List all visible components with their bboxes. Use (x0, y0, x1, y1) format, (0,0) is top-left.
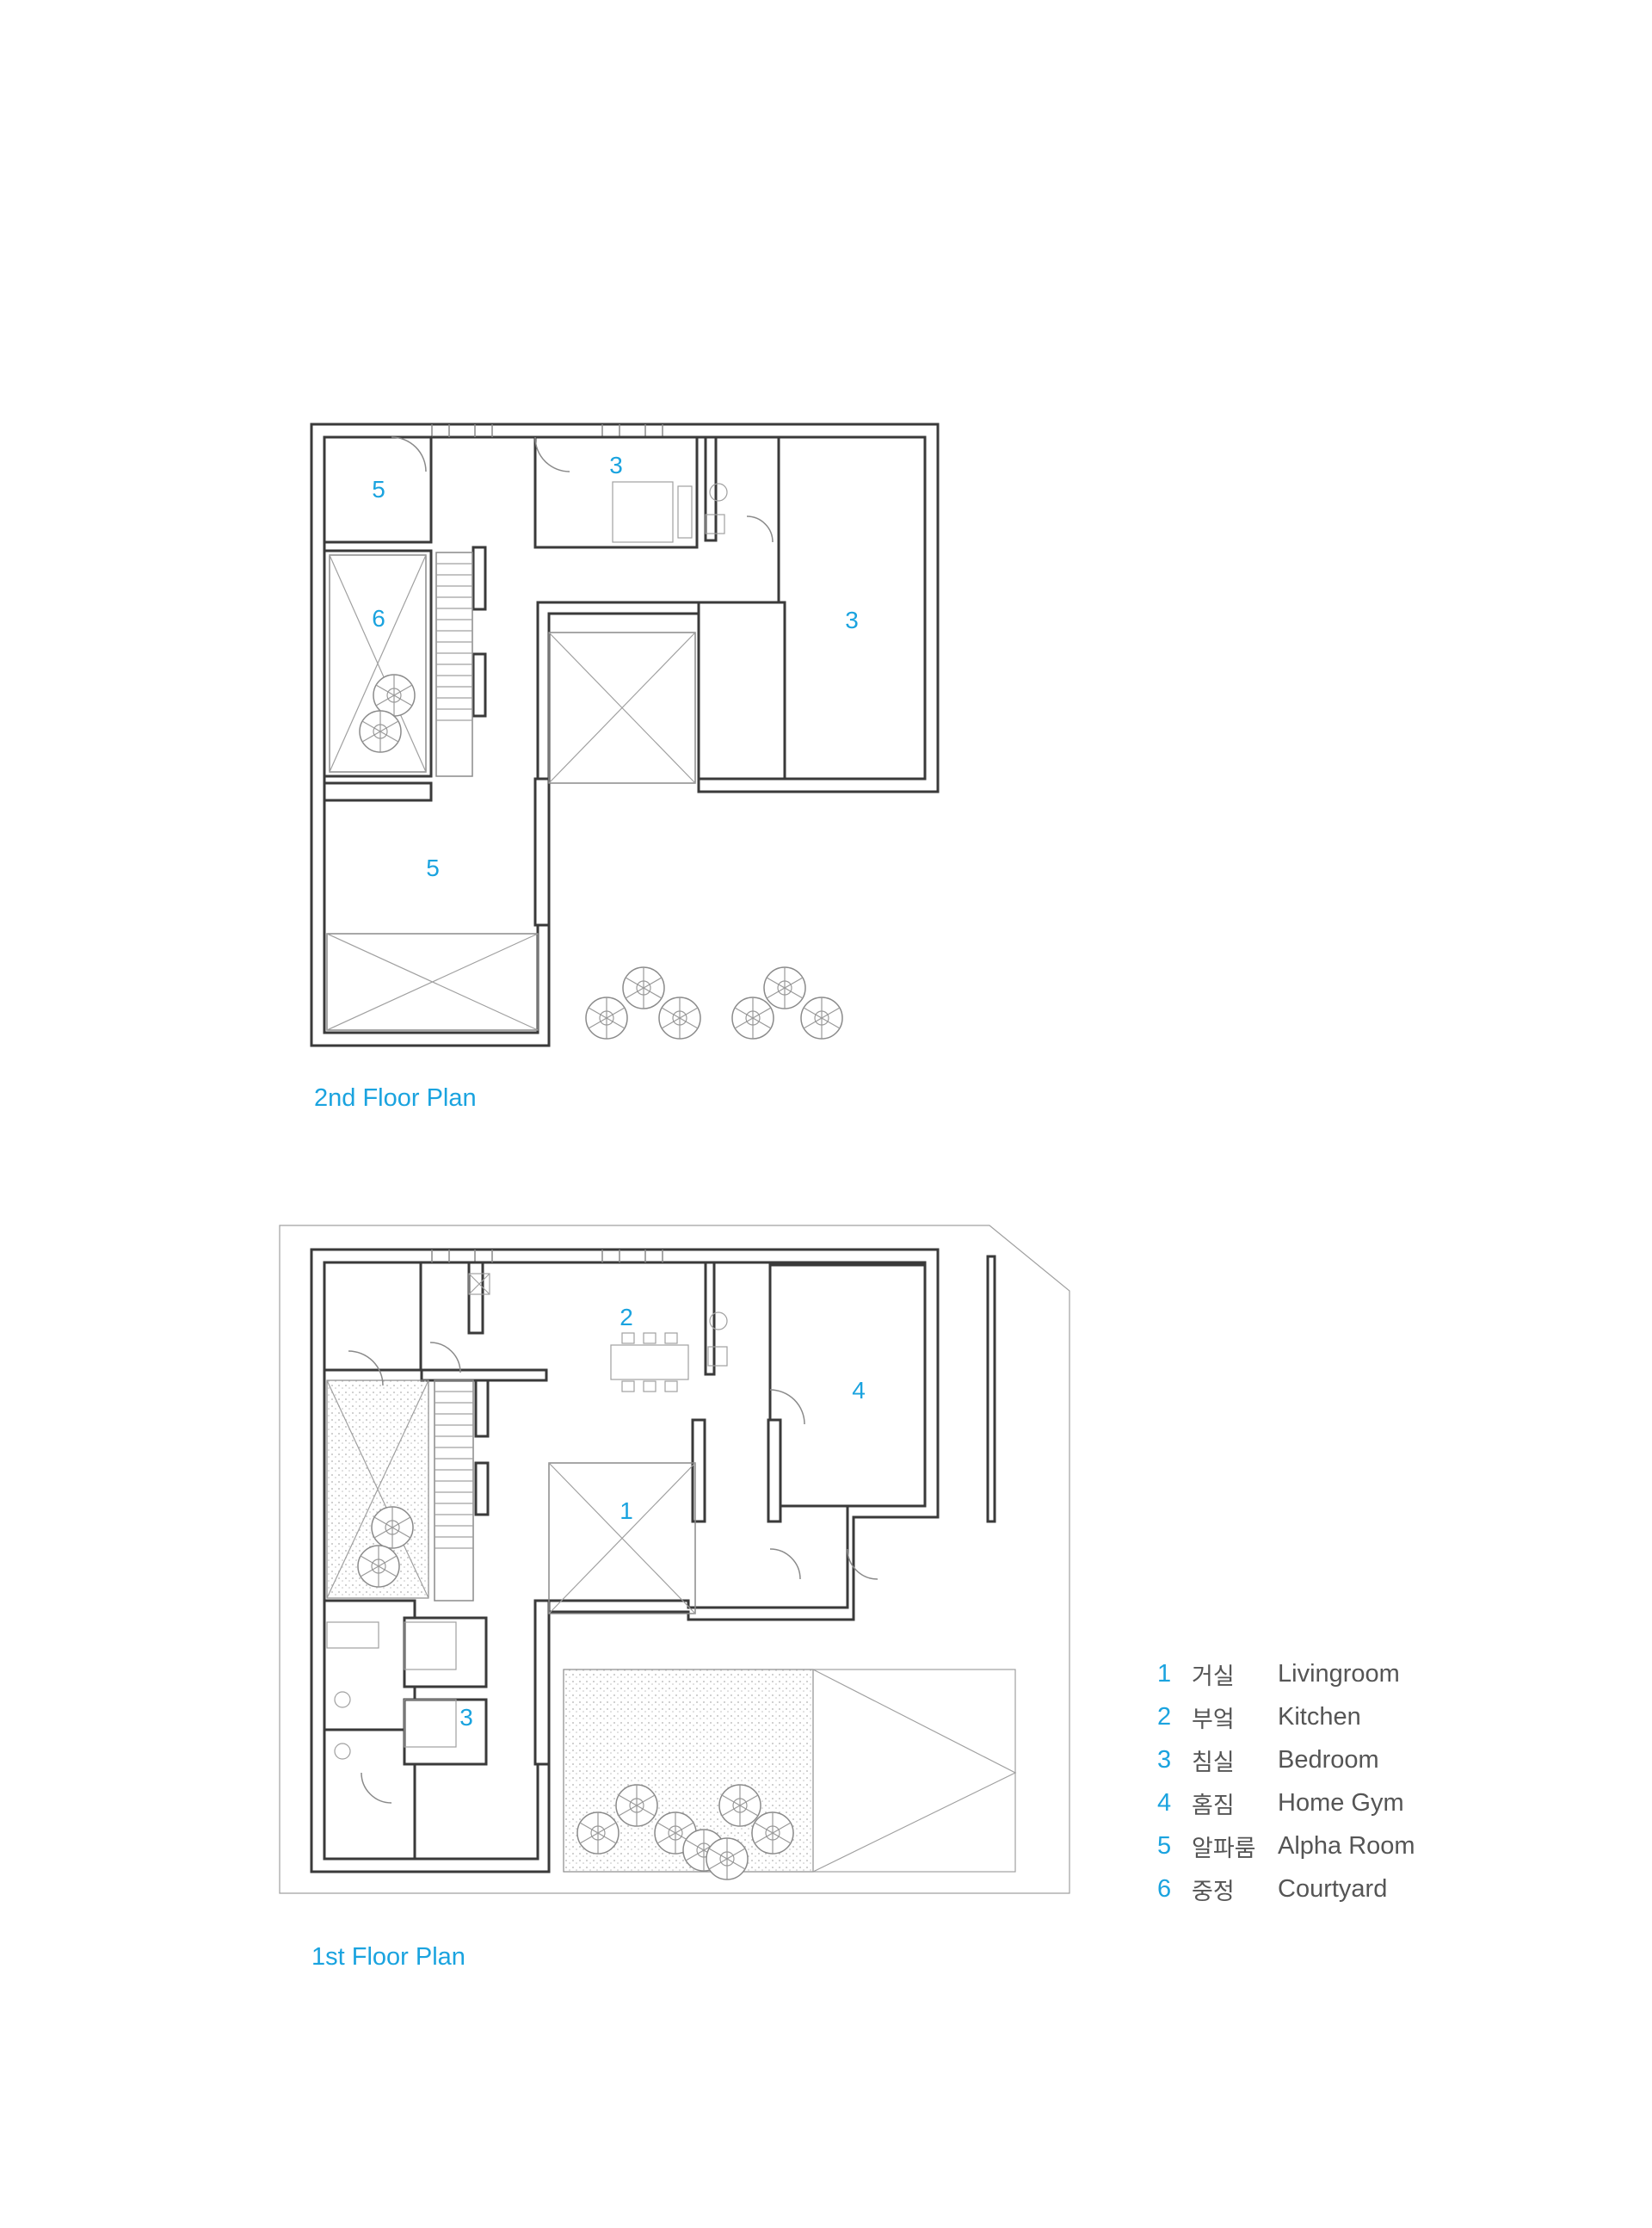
legend-korean-name: 거실 (1192, 1663, 1235, 1690)
legend-number: 1 (1157, 1659, 1172, 1688)
legend-korean-name: 부엌 (1192, 1706, 1235, 1733)
second-floor-walls (310, 423, 940, 1047)
legend-row: 5 알파룸 Alpha Room (1157, 1824, 1415, 1867)
legend-number: 2 (1157, 1702, 1172, 1731)
legend-english-name: Courtyard (1278, 1874, 1388, 1903)
room-label: 5 (426, 855, 440, 881)
legend-english-name: Home Gym (1278, 1788, 1404, 1817)
legend-english-name: Alpha Room (1278, 1831, 1415, 1860)
room-label: 3 (845, 607, 859, 633)
legend-row: 1 거실 Livingroom (1157, 1652, 1415, 1695)
first-floor-walls (310, 1248, 996, 1873)
legend-korean-name: 침실 (1192, 1749, 1235, 1776)
legend-korean-name: 중정 (1192, 1878, 1235, 1905)
parking-area (812, 1669, 1016, 1873)
second-floor-stair (435, 552, 473, 777)
legend-number: 3 (1157, 1745, 1172, 1774)
legend-number: 4 (1157, 1788, 1172, 1817)
second-floor-title: 2nd Floor Plan (314, 1084, 477, 1112)
legend-number: 5 (1157, 1831, 1172, 1860)
first-floor-title: 1st Floor Plan (311, 1943, 465, 1971)
dining-table (610, 1332, 689, 1392)
legend-row: 4 홈짐 Home Gym (1157, 1781, 1415, 1824)
legend-korean-name: 알파룸 (1192, 1835, 1256, 1862)
room-label: 6 (372, 605, 385, 632)
room-label: 3 (609, 452, 623, 478)
room-label: 1 (620, 1497, 633, 1524)
legend-english-name: Kitchen (1278, 1702, 1361, 1731)
site-boundary (279, 1225, 1070, 1894)
legend-row: 6 중정 Courtyard (1157, 1867, 1415, 1910)
legend-english-name: Bedroom (1278, 1745, 1379, 1774)
legend-number: 6 (1157, 1874, 1172, 1903)
first-floor-plan: 2 4 1 3 (279, 1225, 1070, 1894)
room-label: 5 (372, 476, 385, 503)
room-legend: 1 거실 Livingroom 2 부엌 Kitchen 3 침실 Bedroo… (1157, 1652, 1415, 1910)
room-label: 3 (459, 1704, 473, 1731)
legend-korean-name: 홈짐 (1192, 1792, 1235, 1819)
room-label: 2 (620, 1304, 633, 1330)
legend-row: 2 부엌 Kitchen (1157, 1695, 1415, 1738)
legend-english-name: Livingroom (1278, 1659, 1400, 1688)
second-floor-garden-trees (585, 966, 843, 1040)
room-label: 4 (852, 1377, 866, 1404)
first-floor-stair (434, 1379, 474, 1602)
legend-row: 3 침실 Bedroom (1157, 1738, 1415, 1781)
second-floor-plan: 5 3 6 3 5 (310, 423, 940, 1047)
